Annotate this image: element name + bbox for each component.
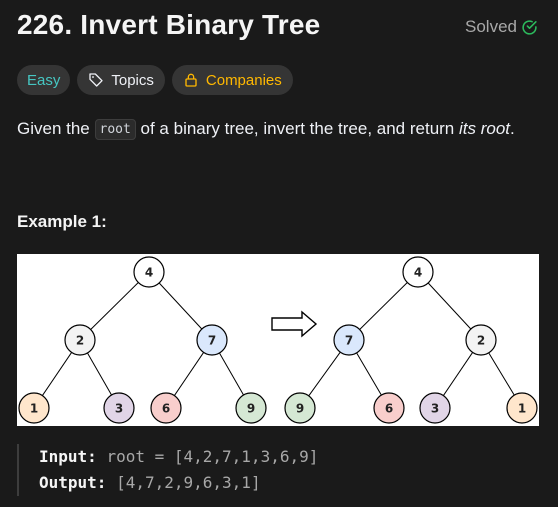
- output-tree-edge: [356, 352, 382, 396]
- description-text: .: [510, 119, 515, 138]
- output-tree-node-3: 3: [419, 392, 451, 424]
- input-tree-node-3: 3: [103, 392, 135, 424]
- input-line: Input: root = [4,2,7,1,3,6,9]: [39, 444, 318, 470]
- input-tree-edge: [90, 282, 139, 330]
- output-tree-node-label: 4: [414, 266, 422, 280]
- input-value: root = [4,2,7,1,3,6,9]: [106, 447, 319, 466]
- output-value: [4,7,2,9,6,3,1]: [116, 473, 261, 492]
- difficulty-label: Easy: [27, 71, 61, 89]
- input-tree-node-label: 6: [162, 402, 170, 416]
- problem-title: 226. Invert Binary Tree: [17, 9, 321, 40]
- input-tree-node-4: 4: [133, 256, 165, 288]
- output-tree-node-label: 1: [518, 402, 526, 416]
- input-tree-node-2: 2: [64, 324, 96, 356]
- output-tree-node-label: 6: [385, 402, 393, 416]
- example-heading: Example 1:: [17, 212, 107, 231]
- input-tree-node-9: 9: [235, 392, 267, 424]
- output-tree-edge: [488, 352, 515, 396]
- tag-row: Easy Topics Companies: [17, 65, 293, 95]
- input-tree-edge: [219, 352, 244, 396]
- input-tree-node-label: 1: [30, 402, 38, 416]
- example-io-block: Input: root = [4,2,7,1,3,6,9] Output: [4…: [17, 444, 318, 496]
- input-tree-node-label: 7: [208, 334, 216, 348]
- input-tree-edge: [41, 352, 73, 396]
- output-tree-node-2: 2: [465, 324, 497, 356]
- output-tree-node-label: 3: [431, 402, 439, 416]
- output-tree-edge: [427, 282, 472, 330]
- input-label: Input:: [39, 447, 97, 466]
- output-tree-node-label: 7: [345, 334, 353, 348]
- description-text: of a binary tree, invert the tree, and r…: [135, 119, 459, 138]
- lock-icon: [185, 73, 197, 87]
- description-emphasis: its root: [459, 119, 511, 138]
- difficulty-badge[interactable]: Easy: [17, 65, 71, 95]
- output-tree-node-1: 1: [506, 392, 538, 424]
- output-tree-node-6: 6: [373, 392, 405, 424]
- problem-description: Given the root of a binary tree, invert …: [17, 119, 515, 140]
- companies-label: Companies: [205, 71, 282, 89]
- input-tree-node-label: 3: [115, 402, 123, 416]
- input-tree-edge: [173, 352, 205, 396]
- output-tree-edge: [442, 352, 474, 396]
- example-diagram: 4 2 7 1 3 6 9 4 7 2 9 6 3 1: [17, 254, 539, 426]
- output-tree-edge: [359, 282, 408, 330]
- solved-status: Solved: [465, 17, 538, 37]
- input-tree-node-7: 7: [196, 324, 228, 356]
- output-tree-node-7: 7: [333, 324, 365, 356]
- solved-label: Solved: [465, 17, 517, 36]
- topics-button[interactable]: Topics: [77, 65, 165, 95]
- output-tree-node-4: 4: [402, 256, 434, 288]
- input-tree-node-6: 6: [150, 392, 182, 424]
- input-tree-edge: [158, 282, 203, 330]
- output-line: Output: [4,7,2,9,6,3,1]: [39, 470, 318, 496]
- input-tree-edge: [87, 352, 112, 396]
- tree-diagram: 4 2 7 1 3 6 9 4 7 2 9 6 3 1: [18, 256, 538, 424]
- root-code: root: [94, 119, 136, 140]
- output-label: Output:: [39, 473, 107, 492]
- topics-label: Topics: [111, 71, 154, 89]
- input-tree-node-label: 4: [145, 266, 153, 280]
- output-tree-edge: [308, 351, 341, 397]
- output-tree-node-9: 9: [284, 392, 316, 424]
- input-tree-node-label: 9: [247, 402, 255, 416]
- output-tree-node-label: 9: [296, 402, 304, 416]
- tag-icon: [89, 73, 104, 87]
- input-tree-node-label: 2: [76, 334, 84, 348]
- input-tree-node-1: 1: [18, 392, 50, 424]
- description-text: Given the: [17, 119, 95, 138]
- output-tree-node-label: 2: [477, 334, 485, 348]
- companies-button[interactable]: Companies: [171, 65, 293, 95]
- right-arrow-icon: [271, 310, 318, 338]
- check-circle-icon: [522, 19, 537, 35]
